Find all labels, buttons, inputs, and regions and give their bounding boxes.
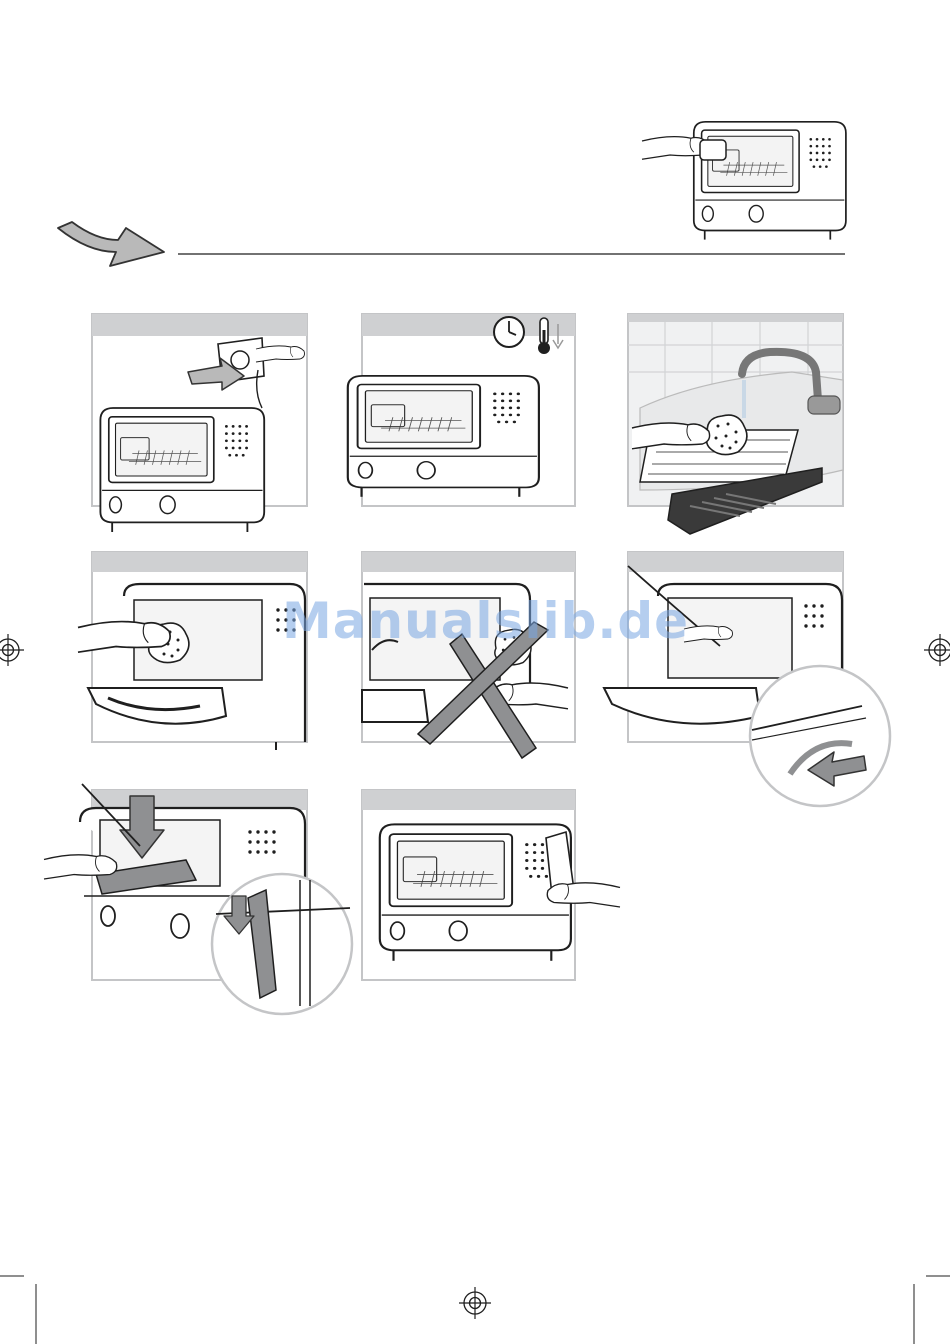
- registration-mark-icon: [0, 634, 24, 666]
- step-wipe-interior: [78, 552, 307, 750]
- watermark-text: Manualslib.de: [282, 592, 689, 650]
- step-unplug: [92, 314, 307, 532]
- step-cool-down: [348, 314, 575, 506]
- arrow-right-icon: [58, 222, 164, 266]
- timer-icon: [494, 317, 524, 347]
- registration-mark-icon: [924, 634, 950, 666]
- step-no-abrasive: [362, 552, 575, 758]
- step-clean-crumb-tray: [44, 784, 352, 1014]
- step-remove-crumb-tray: [604, 552, 890, 806]
- header-illustration: [642, 122, 846, 240]
- step-wash-accessories: [628, 314, 843, 534]
- registration-mark-icon: [459, 1287, 491, 1319]
- step-wipe-exterior: [362, 790, 620, 980]
